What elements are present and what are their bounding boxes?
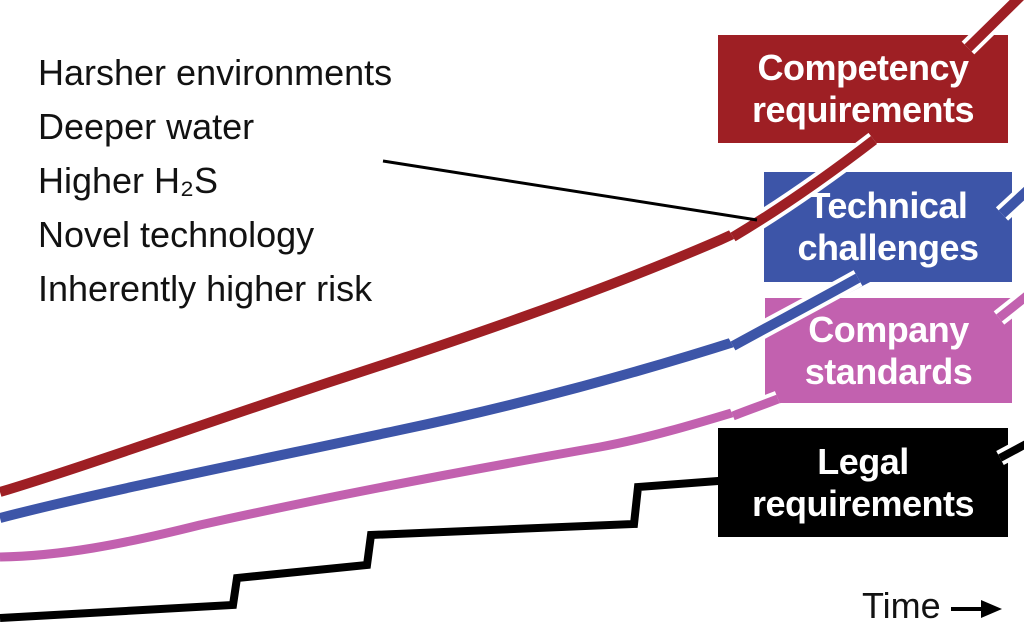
driver-item-inherently-higher-risk: Inherently higher risk xyxy=(38,268,373,309)
company-box-line2: standards xyxy=(804,350,973,392)
competency-requirements-box: Competency requirements xyxy=(718,35,1008,143)
driver-list: Harsher environments Deeper water Higher… xyxy=(38,46,392,316)
technical-box-line1: Technical xyxy=(808,185,968,226)
technical-challenges-box: Technical challenges xyxy=(764,172,1012,282)
company-box-line1: Company xyxy=(808,308,969,350)
company-standards-box: Company standards xyxy=(765,298,1012,403)
competency-box-line2: requirements xyxy=(751,89,975,130)
legal-requirements-box: Legal requirements xyxy=(718,428,1008,537)
time-arrow-icon xyxy=(951,600,1002,618)
driver-item-deeper-water: Deeper water xyxy=(38,106,255,147)
driver-item-higher-h2s: Higher H₂S xyxy=(38,160,219,201)
legal-box-line1: Legal xyxy=(817,440,909,482)
time-axis-label: Time xyxy=(862,585,941,626)
legal-box-line2: requirements xyxy=(751,482,975,524)
driver-item-harsher-environments: Harsher environments xyxy=(38,52,393,93)
annotation-pointer-line xyxy=(382,159,758,222)
technical-box-line2: challenges xyxy=(797,227,979,268)
competency-box-line1: Competency xyxy=(757,47,969,88)
driver-item-novel-technology: Novel technology xyxy=(38,214,315,255)
